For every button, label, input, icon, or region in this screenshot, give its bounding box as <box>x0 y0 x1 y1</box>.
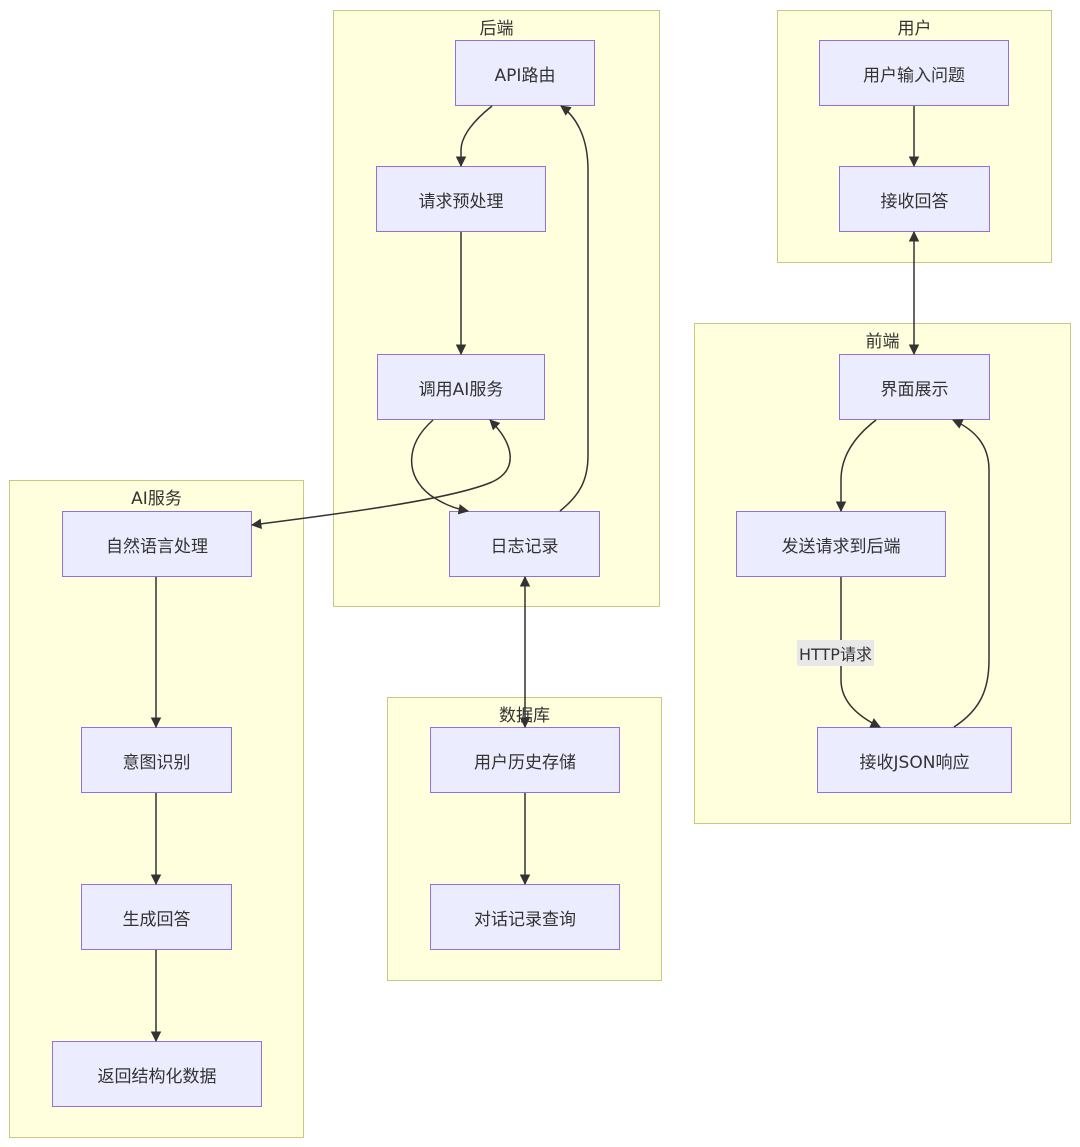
cluster-ai-service: AI服务 <box>9 480 304 1138</box>
node-send-request[interactable]: 发送请求到后端 <box>736 511 946 577</box>
cluster-database-title: 数据库 <box>499 706 550 726</box>
node-log-record[interactable]: 日志记录 <box>449 511 600 577</box>
node-receive-answer[interactable]: 接收回答 <box>839 166 990 232</box>
node-call-ai-service[interactable]: 调用AI服务 <box>377 354 545 420</box>
node-nlp[interactable]: 自然语言处理 <box>62 511 252 577</box>
node-return-structured-data[interactable]: 返回结构化数据 <box>52 1041 262 1107</box>
node-intent-recognition[interactable]: 意图识别 <box>81 727 232 793</box>
node-generate-answer[interactable]: 生成回答 <box>81 884 232 950</box>
node-api-route[interactable]: API路由 <box>455 40 595 106</box>
cluster-user-title: 用户 <box>897 19 932 39</box>
cluster-ai-service-title: AI服务 <box>131 489 182 509</box>
node-receive-json[interactable]: 接收JSON响应 <box>817 727 1012 793</box>
cluster-backend-title: 后端 <box>479 19 514 39</box>
node-conversation-query[interactable]: 对话记录查询 <box>430 884 620 950</box>
cluster-frontend-title: 前端 <box>865 332 900 352</box>
edge-label-http-request: HTTP请求 <box>797 640 874 666</box>
node-ui-display[interactable]: 界面展示 <box>839 354 990 420</box>
node-user-input[interactable]: 用户输入问题 <box>819 40 1009 106</box>
node-request-preprocess[interactable]: 请求预处理 <box>376 166 546 232</box>
node-user-history-store[interactable]: 用户历史存储 <box>430 727 620 793</box>
